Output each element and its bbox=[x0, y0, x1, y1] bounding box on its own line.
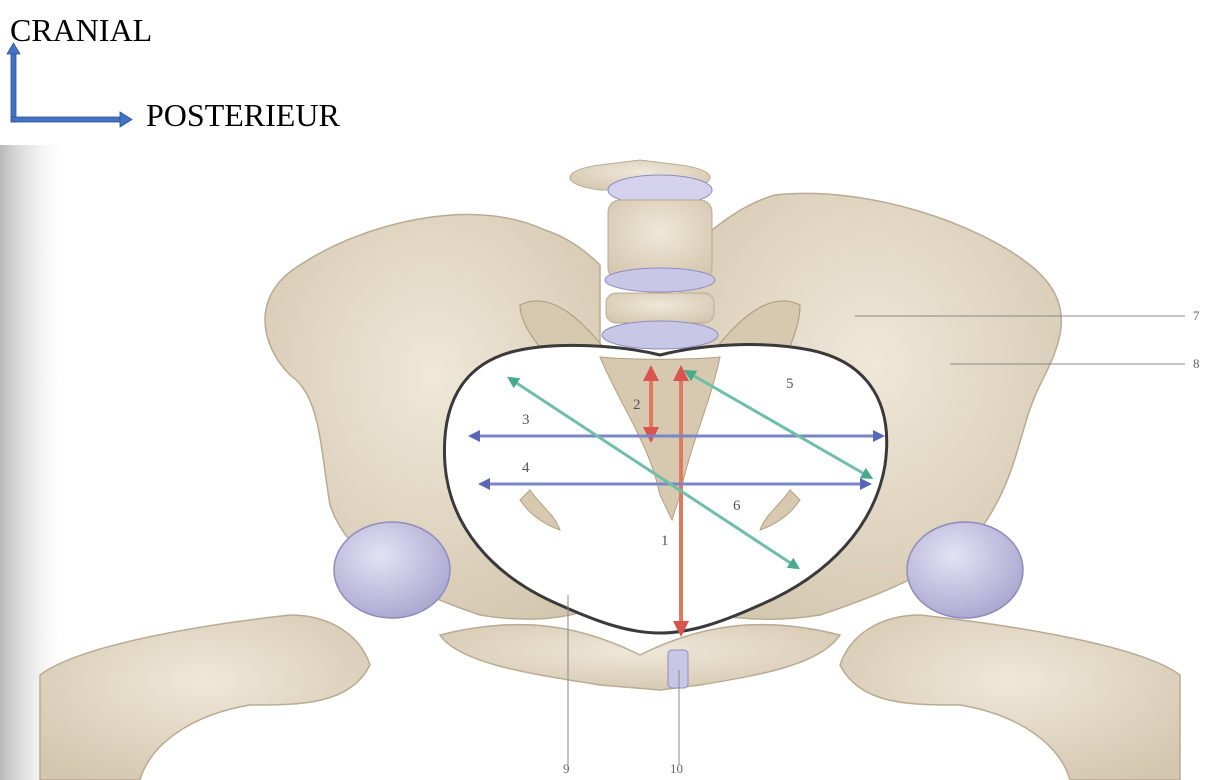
right-femoral-head bbox=[907, 522, 1023, 618]
left-femur bbox=[40, 615, 370, 780]
left-femoral-head bbox=[334, 522, 450, 618]
pubic-symphysis bbox=[668, 650, 688, 688]
posterieur-arrow bbox=[11, 112, 132, 127]
cranial-arrow bbox=[7, 43, 20, 122]
label-10: 10 bbox=[670, 761, 683, 776]
orientation-arrows bbox=[0, 0, 200, 140]
pelvis-figure: 1 2 3 4 5 6 7 8 9 10 bbox=[0, 145, 1211, 780]
label-5: 5 bbox=[786, 376, 794, 392]
label-6: 6 bbox=[733, 498, 741, 514]
label-3: 3 bbox=[522, 412, 530, 428]
label-8: 8 bbox=[1193, 356, 1200, 371]
label-9: 9 bbox=[563, 761, 570, 776]
label-2: 2 bbox=[633, 397, 641, 413]
pelvis-illustration: 1 2 3 4 5 6 7 8 9 10 bbox=[0, 145, 1211, 780]
right-femur bbox=[840, 615, 1180, 780]
label-7: 7 bbox=[1193, 308, 1200, 323]
label-4: 4 bbox=[522, 460, 530, 476]
label-1: 1 bbox=[661, 533, 669, 549]
pubic-region bbox=[440, 625, 840, 690]
